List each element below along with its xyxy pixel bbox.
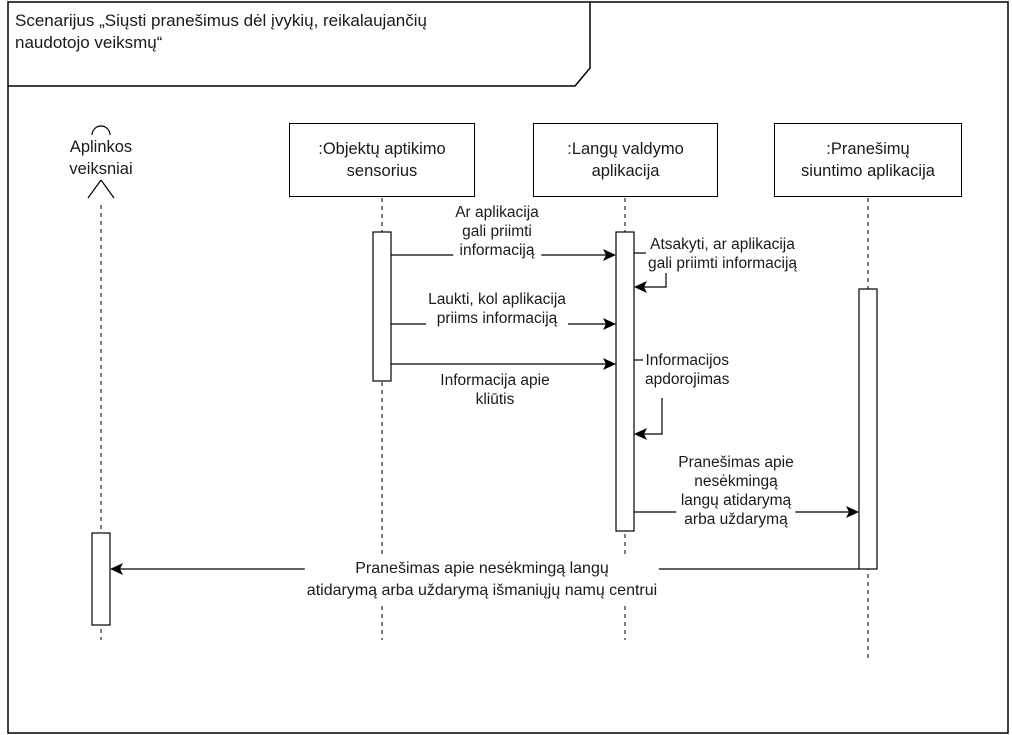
message-label-m5: Informacijos apdorojimas [643, 351, 732, 389]
arrowhead-m1 [603, 249, 616, 261]
message-arrow-m5-b [642, 398, 663, 435]
activation-sensor [372, 231, 392, 382]
frame-title-line2: naudotojo veiksmų“ [15, 33, 163, 52]
participant-notify-app-line2: siuntimo aplikacija [801, 162, 935, 180]
message-m6-line1: Pranešimas apie [678, 454, 794, 471]
participant-actor-line2: veiksniai [69, 160, 133, 178]
message-m4-line2: kliūtis [475, 391, 515, 408]
arrowhead-m4 [603, 358, 616, 370]
message-m5-line2: apdorojimas [645, 371, 730, 388]
actor-left-leg [87, 179, 102, 199]
participant-sensor-box: :Objektų aptikimo sensorius [289, 123, 475, 197]
activation-window-app [615, 231, 635, 532]
activation-actor [91, 532, 111, 626]
participant-actor-line1: Aplinkos [69, 138, 133, 156]
participant-sensor-line1: :Objektų aptikimo [318, 140, 446, 158]
message-label-m4: Informacija apie kliūtis [438, 371, 552, 409]
message-label-m1: Ar aplikacija gali priimti informaciją [453, 203, 541, 260]
arrowhead-m7 [110, 563, 123, 575]
frame-title: Scenarijus „Siųsti pranešimus dėl įvykių… [15, 10, 427, 54]
message-m3-line2: priims informaciją [436, 310, 558, 327]
participant-sensor-line2: sensorius [346, 162, 418, 180]
message-m1-line2: gali priimti [462, 223, 532, 240]
frame-title-line1: Scenarijus „Siųsti pranešimus dėl įvykių… [15, 11, 427, 30]
arrowhead-m5 [634, 428, 647, 440]
message-m7-line2: atidarymą arba uždarymą išmaniųjų namų c… [306, 582, 658, 599]
message-m5-line1: Informacijos [645, 352, 729, 369]
actor-right-leg [100, 179, 115, 199]
participant-window-app-line2: aplikacija [591, 162, 660, 180]
message-m3-line1: Laukti, kol aplikacija [428, 291, 566, 308]
frame-title-tab [8, 2, 591, 87]
participant-notify-app-line1: :Pranešimų [826, 140, 910, 158]
participant-window-app-line1: :Langų valdymo [567, 140, 684, 158]
arrowhead-m3 [603, 318, 616, 330]
participant-actor-label: Aplinkos veiksniai [67, 136, 135, 180]
message-m6-line2: nesėkmingą [694, 473, 778, 490]
message-m6-line3: langų atidarymą [680, 492, 792, 509]
message-m1-line3: informaciją [459, 242, 535, 259]
message-label-m6: Pranešimas apie nesėkmingą langų atidary… [676, 453, 796, 529]
message-m7-line1: Pranešimas apie nesėkmingą langų [355, 560, 609, 577]
message-m6-line4: arba uždarymą [684, 511, 788, 528]
diagram-frame [7, 1, 1009, 734]
participant-notify-app-box: :Pranešimų siuntimo aplikacija [774, 123, 962, 197]
message-label-m2: Atsakyti, ar aplikacija gali priimti inf… [646, 235, 800, 273]
message-label-m7: Pranešimas apie nesėkmingą langų atidary… [304, 558, 660, 602]
activation-notify-app [858, 288, 878, 570]
message-m4-line1: Informacija apie [440, 372, 550, 389]
participant-window-app-box: :Langų valdymo aplikacija [533, 123, 718, 197]
arrowhead-m6 [846, 506, 859, 518]
actor-head-icon [91, 125, 111, 136]
message-m1-line1: Ar aplikacija [455, 204, 539, 221]
message-m2-line1: Atsakyti, ar aplikacija [650, 236, 795, 253]
arrowhead-m2 [634, 281, 647, 293]
message-label-m3: Laukti, kol aplikacija priims informacij… [426, 290, 568, 328]
message-m2-line2: gali priimti informaciją [648, 255, 798, 272]
